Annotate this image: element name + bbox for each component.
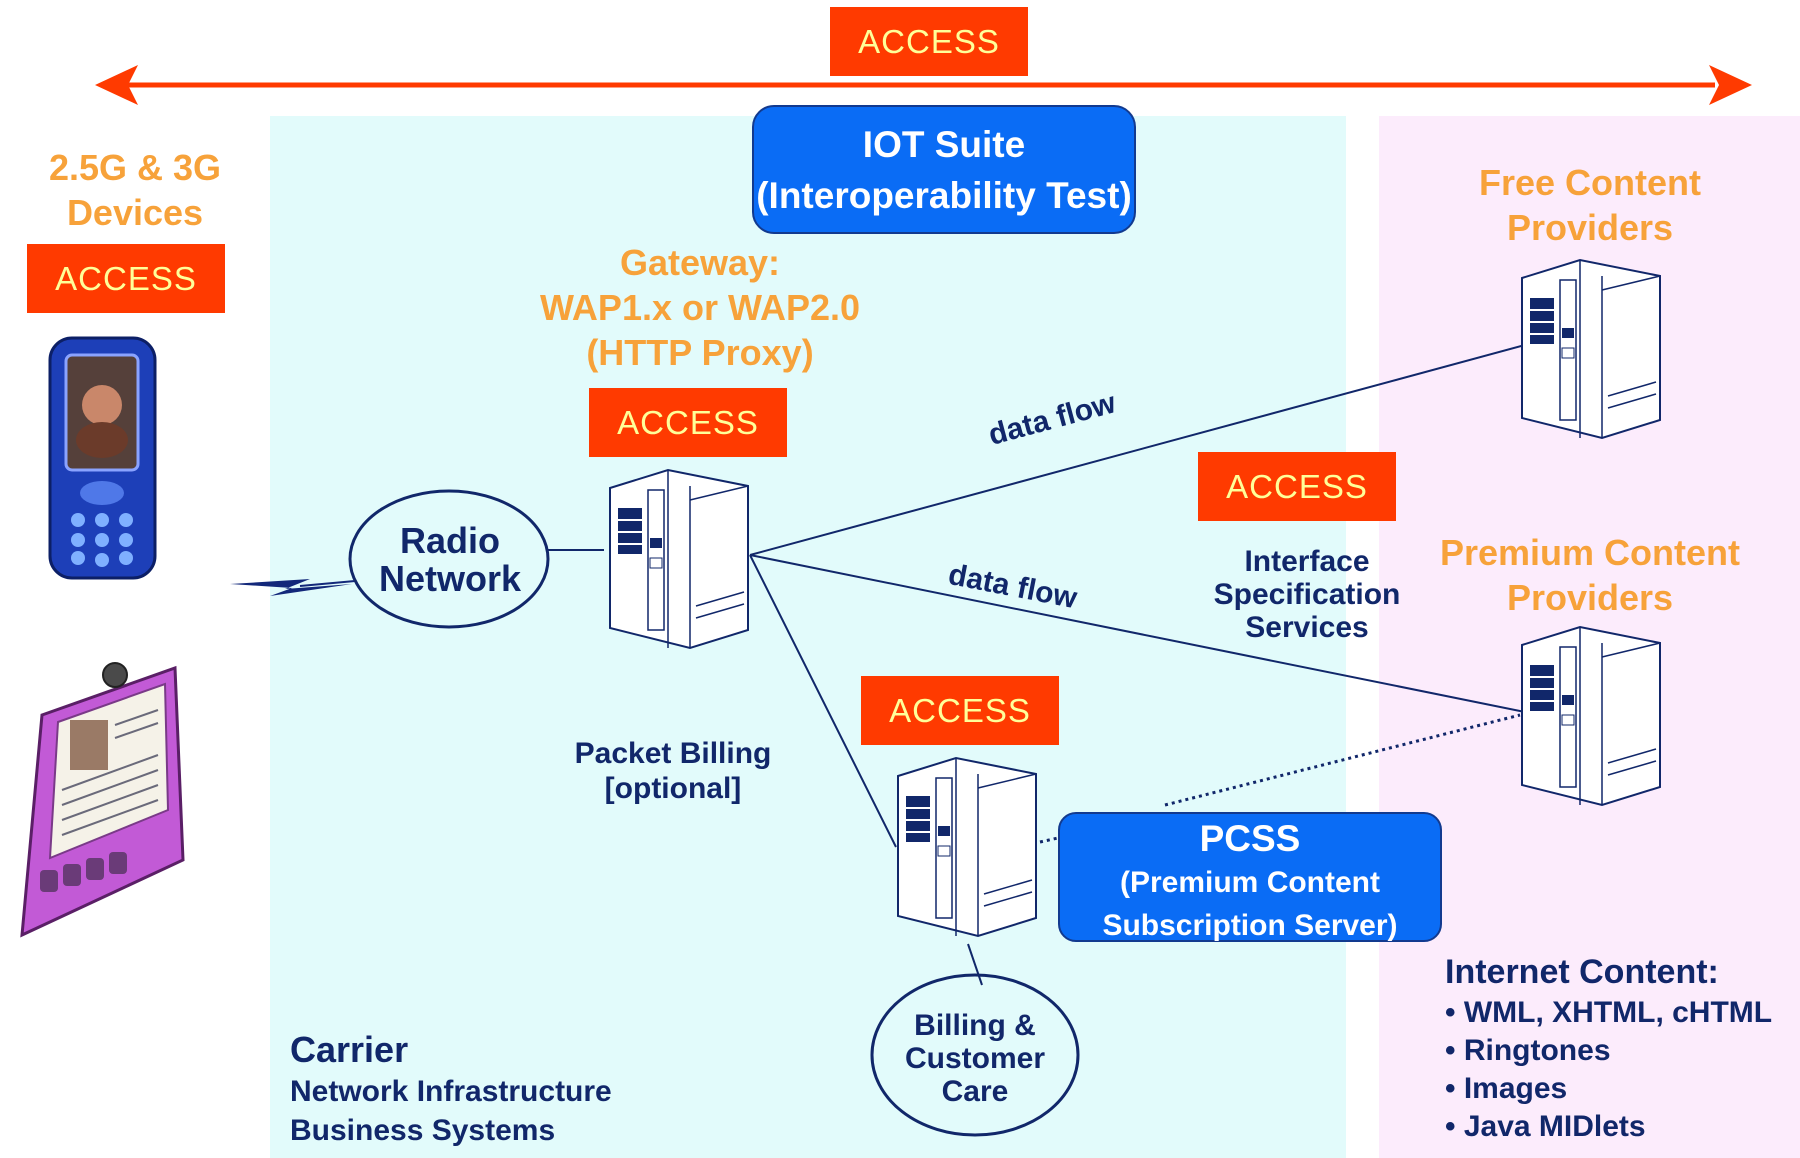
- top-access-badge: ACCESS: [830, 7, 1028, 76]
- interface-spec-label: Interface Specification Services: [1192, 545, 1422, 644]
- premium-content-server-icon: [1521, 626, 1661, 806]
- pcss-line3: Subscription Server): [1102, 909, 1398, 942]
- care-line1: Billing &: [914, 1008, 1036, 1042]
- carrier-line2: Business Systems: [290, 1114, 556, 1147]
- interface-access-badge: ACCESS: [1198, 452, 1396, 521]
- radio-network-label: Radio Network: [350, 518, 550, 602]
- internet-item: • Ringtones: [1445, 1034, 1611, 1067]
- pcss-dotted-link: [1164, 713, 1521, 807]
- gateway-access-badge: ACCESS: [589, 388, 787, 457]
- access-double-arrow: [95, 65, 1752, 105]
- devices-title-line2: Devices: [66, 192, 204, 233]
- gateway-line2: WAP1.x or WAP2.0: [539, 287, 861, 328]
- interface-line1: Interface: [1244, 545, 1370, 578]
- gateway-server-icon: [609, 469, 749, 649]
- iot-suite-title: IOT Suite: [862, 124, 1026, 165]
- billing-care-label: Billing & Customer Care: [880, 1008, 1070, 1108]
- premium-line1: Premium Content: [1439, 532, 1741, 573]
- billing-link: [749, 554, 897, 848]
- free-content-server-icon: [1521, 259, 1661, 439]
- care-line3: Care: [941, 1074, 1009, 1108]
- premium-line2: Providers: [1506, 577, 1674, 618]
- radio-line1: Radio: [399, 520, 500, 561]
- interface-line2: Specification: [1213, 578, 1401, 611]
- carrier-line1: Network Infrastructure: [290, 1075, 612, 1108]
- pda-device-icon: [20, 662, 185, 938]
- billing-care-ellipse: [870, 973, 1080, 1137]
- packet-billing-line2: [optional]: [604, 772, 742, 805]
- pcss-box: PCSS (Premium Content Subscription Serve…: [1058, 812, 1442, 942]
- internet-content-list: Internet Content: • WML, XHTML, cHTML • …: [1445, 950, 1772, 1146]
- gateway-line1: Gateway:: [619, 242, 781, 283]
- internet-content-title: Internet Content:: [1445, 953, 1719, 991]
- internet-item: • Java MIDlets: [1445, 1110, 1646, 1143]
- free-line2: Providers: [1506, 207, 1674, 248]
- pcss-line2: (Premium Content: [1119, 866, 1380, 899]
- iot-suite-box: IOT Suite (Interoperability Test): [752, 105, 1136, 234]
- packet-billing-line1: Packet Billing: [574, 737, 772, 770]
- free-content-title: Free Content Providers: [1430, 160, 1750, 250]
- data-flow-free: [749, 344, 1526, 556]
- care-line2: Customer: [904, 1041, 1046, 1075]
- carrier-label: Carrier Network Infrastructure Business …: [290, 1028, 612, 1150]
- internet-item: • Images: [1445, 1072, 1568, 1105]
- iot-suite-subtitle: (Interoperability Test): [756, 175, 1132, 216]
- devices-title: 2.5G & 3G Devices: [20, 145, 250, 235]
- premium-content-title: Premium Content Providers: [1410, 530, 1770, 620]
- wireless-link-icon: [230, 579, 352, 596]
- radio-line2: Network: [378, 558, 522, 599]
- packet-billing-label: Packet Billing [optional]: [550, 736, 796, 806]
- carrier-zone: [270, 116, 1346, 1158]
- gateway-line3: (HTTP Proxy): [586, 332, 814, 373]
- pcss-title: PCSS: [1199, 818, 1301, 859]
- devices-title-line1: 2.5G & 3G: [48, 147, 222, 188]
- billing-access-badge: ACCESS: [861, 676, 1059, 745]
- internet-item: • WML, XHTML, cHTML: [1445, 996, 1773, 1029]
- phone-device-icon: [48, 336, 157, 580]
- billing-server-icon: [897, 757, 1037, 937]
- gateway-title: Gateway: WAP1.x or WAP2.0 (HTTP Proxy): [500, 240, 900, 375]
- interface-line3: Services: [1245, 611, 1369, 644]
- carrier-title: Carrier: [290, 1029, 409, 1070]
- data-flow-premium: [749, 554, 1526, 713]
- free-line1: Free Content: [1478, 162, 1701, 203]
- radio-network-ellipse: [348, 489, 550, 629]
- devices-access-badge: ACCESS: [27, 244, 225, 313]
